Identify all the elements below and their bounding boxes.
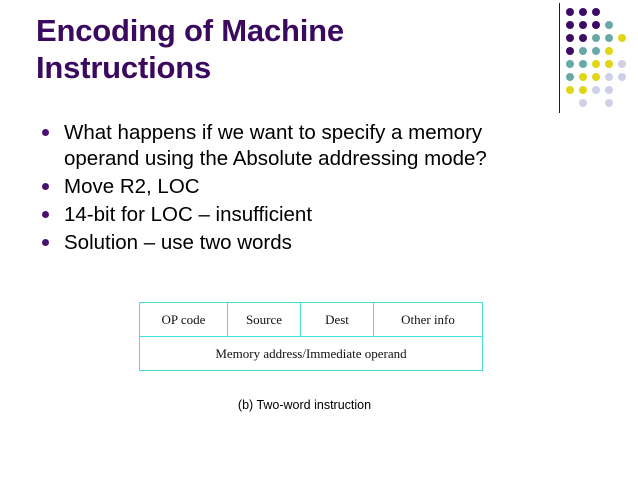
grid-dot-teal xyxy=(566,73,574,81)
table-cell-memory-address: Memory address/Immediate operand xyxy=(139,336,483,371)
bullet-item: Move R2, LOC xyxy=(36,174,556,200)
grid-dot-yellow xyxy=(579,86,587,94)
grid-dot-yellow xyxy=(592,60,600,68)
table-cell-dest: Dest xyxy=(300,302,374,337)
bullet-item-label: Move R2, LOC xyxy=(64,175,200,198)
page-title-line-2: Instructions xyxy=(36,50,212,85)
bullet-item-label: Solution – use two words xyxy=(64,231,292,254)
bullet-marker-icon xyxy=(42,129,49,136)
grid-dot-teal xyxy=(592,34,600,42)
grid-dot-purple xyxy=(566,47,574,55)
bullet-item-label: 14-bit for LOC – insufficient xyxy=(64,203,313,226)
grid-dot-teal xyxy=(579,47,587,55)
grid-dot-purple xyxy=(592,21,600,29)
grid-dot-purple xyxy=(566,34,574,42)
grid-dot-teal xyxy=(566,60,574,68)
grid-dot-lavender xyxy=(618,60,626,68)
vertical-divider-line xyxy=(559,3,560,113)
bullet-item: Solution – use two words xyxy=(36,230,556,256)
grid-dot-purple xyxy=(592,8,600,16)
table-row-operand: Memory address/Immediate operand xyxy=(139,336,483,371)
table-cell-other-info: Other info xyxy=(373,302,483,337)
instruction-format-table: OP code Source Dest Other info Memory ad… xyxy=(139,302,483,371)
bullet-item: What happens if we want to specify a mem… xyxy=(36,120,556,172)
grid-dot-yellow xyxy=(618,34,626,42)
grid-dot-yellow xyxy=(605,47,613,55)
bullet-marker-icon xyxy=(42,239,49,246)
bullet-list: What happens if we want to specify a mem… xyxy=(36,120,556,258)
bullet-marker-icon xyxy=(42,211,49,218)
grid-dot-lavender xyxy=(605,73,613,81)
grid-dot-purple xyxy=(579,21,587,29)
grid-dot-teal xyxy=(605,34,613,42)
page-title: Encoding of Machine Instructions xyxy=(36,12,536,86)
decorative-dot-logo xyxy=(552,0,638,118)
grid-dot-lavender xyxy=(605,99,613,107)
table-cell-source: Source xyxy=(227,302,301,337)
grid-dot-teal xyxy=(605,21,613,29)
grid-dot-yellow xyxy=(592,73,600,81)
grid-dot-lavender xyxy=(579,99,587,107)
grid-dot-purple xyxy=(566,21,574,29)
grid-dot-yellow xyxy=(566,86,574,94)
grid-dot-purple xyxy=(566,8,574,16)
table-row-fields: OP code Source Dest Other info xyxy=(139,302,483,337)
grid-dot-lavender xyxy=(618,73,626,81)
table-cell-op-code: OP code xyxy=(139,302,228,337)
bullet-item-label: What happens if we want to specify a mem… xyxy=(64,121,487,170)
grid-dot-teal xyxy=(592,47,600,55)
bullet-marker-icon xyxy=(42,183,49,190)
grid-dot-teal xyxy=(579,60,587,68)
table-caption: (b) Two-word instruction xyxy=(237,398,372,412)
grid-dot-yellow xyxy=(605,60,613,68)
grid-dot-yellow xyxy=(579,73,587,81)
grid-dot-lavender xyxy=(605,86,613,94)
grid-dot-purple xyxy=(579,8,587,16)
grid-dot-lavender xyxy=(592,86,600,94)
bullet-item: 14-bit for LOC – insufficient xyxy=(36,202,556,228)
grid-dot-purple xyxy=(579,34,587,42)
page-title-line-1: Encoding of Machine xyxy=(36,13,344,48)
